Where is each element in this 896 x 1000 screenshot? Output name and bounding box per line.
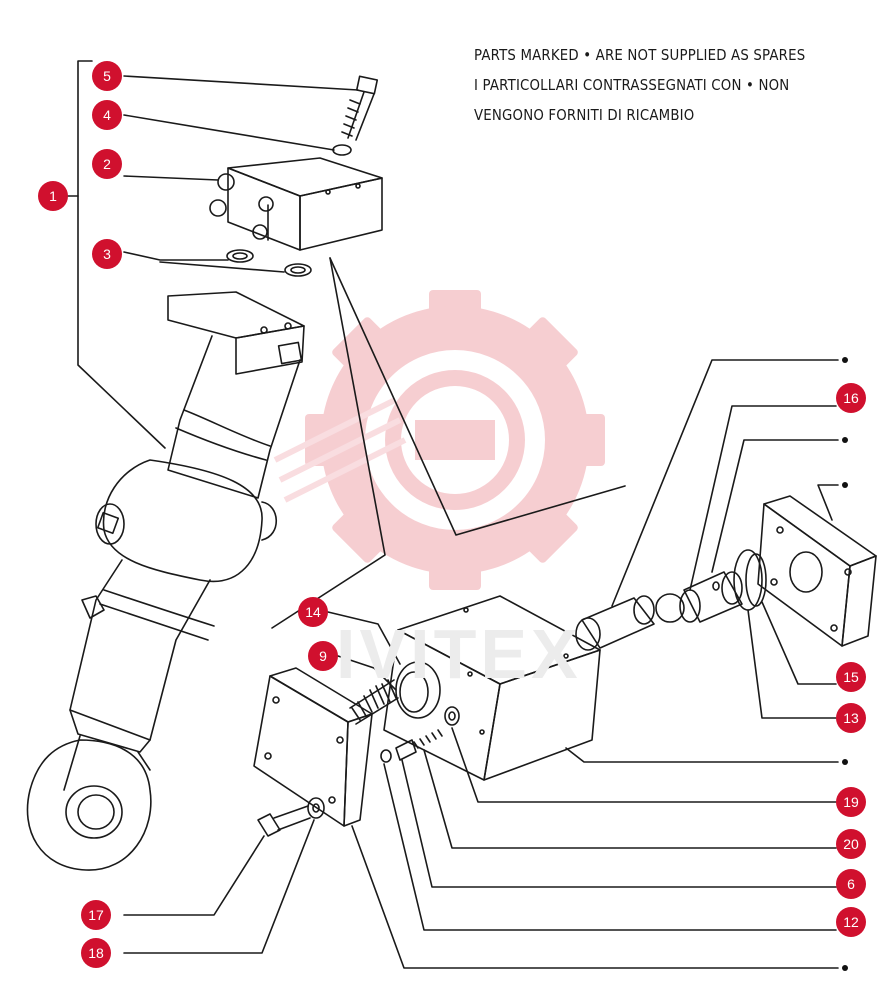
bolt-part-5 (341, 75, 379, 141)
callout-1: 1 (38, 181, 68, 211)
leader-line-dot-b (711, 439, 839, 573)
callout-16: 16 (836, 383, 866, 413)
not-supplied-marker (842, 357, 848, 363)
leader-line-13 (747, 609, 837, 719)
watermark-gear-icon (273, 290, 605, 590)
not-supplied-marker (842, 759, 848, 765)
plug-part-19 (444, 706, 460, 726)
callout-9: 9 (308, 641, 338, 671)
callout-13: 13 (836, 703, 866, 733)
leader-line-6 (401, 759, 837, 888)
hydraulic-cylinder-part-1 (26, 291, 305, 871)
leader-line-17 (123, 835, 265, 916)
bolt-part-17 (257, 805, 311, 837)
leader-line-dot-c (817, 484, 839, 521)
spring-part-14 (349, 661, 441, 725)
callout-19: 19 (836, 787, 866, 817)
leader-line-2 (123, 175, 219, 181)
plunger-part (575, 595, 655, 651)
washer-part-18 (307, 797, 325, 819)
seal-part-15 (745, 553, 767, 607)
leader-line-4 (123, 114, 335, 151)
ball-part (655, 593, 685, 623)
leader-line-18 (123, 819, 315, 954)
leader-line-9 (337, 655, 397, 691)
callout-17: 17 (81, 900, 111, 930)
callout-5: 5 (92, 61, 122, 91)
seal-part-12 (380, 749, 392, 763)
washer-part-4 (332, 144, 352, 156)
callout-4: 4 (92, 100, 122, 130)
leader-line-2b (329, 257, 626, 536)
leader-line-20 (423, 749, 837, 849)
leader-line-dot-a (611, 359, 839, 607)
end-cover-plate (253, 667, 373, 827)
watermark-text: IVITEX (336, 615, 582, 693)
leader-line-3 (123, 251, 229, 261)
not-supplied-marker (842, 437, 848, 443)
not-supplied-marker (842, 482, 848, 488)
callout-3: 3 (92, 239, 122, 269)
leader-line-14 (327, 611, 401, 665)
callout-18: 18 (81, 938, 111, 968)
note-line-italian-2: VENGONO FORNITI DI RICAMBIO (474, 106, 695, 124)
callout-15: 15 (836, 662, 866, 692)
leader-line-16 (689, 405, 837, 591)
callout-14: 14 (298, 597, 328, 627)
valve-seat-part-16 (679, 571, 743, 623)
valve-block-part-2 (209, 157, 383, 251)
leader-line-5 (123, 75, 359, 91)
pin-part-6 (395, 739, 417, 761)
leader-line-dot-e (351, 825, 839, 969)
callout-12: 12 (836, 907, 866, 937)
spring-part-20 (413, 729, 443, 749)
not-supplied-marker (842, 965, 848, 971)
callout-2: 2 (92, 149, 122, 179)
leader-line-19 (451, 727, 837, 803)
valve-body (383, 595, 601, 781)
callout-6: 6 (836, 869, 866, 899)
flange-plate-part (757, 495, 877, 647)
callout-20: 20 (836, 829, 866, 859)
leader-line-12 (383, 763, 837, 931)
seal-rings-part-3 (226, 249, 312, 277)
leader-line-dot-d (565, 747, 839, 763)
note-line-italian: I PARTICOLLARI CONTRASSEGNATI CON • NON (474, 76, 790, 94)
note-line-english: PARTS MARKED • ARE NOT SUPPLIED AS SPARE… (474, 46, 806, 64)
leader-line-15 (761, 601, 837, 685)
